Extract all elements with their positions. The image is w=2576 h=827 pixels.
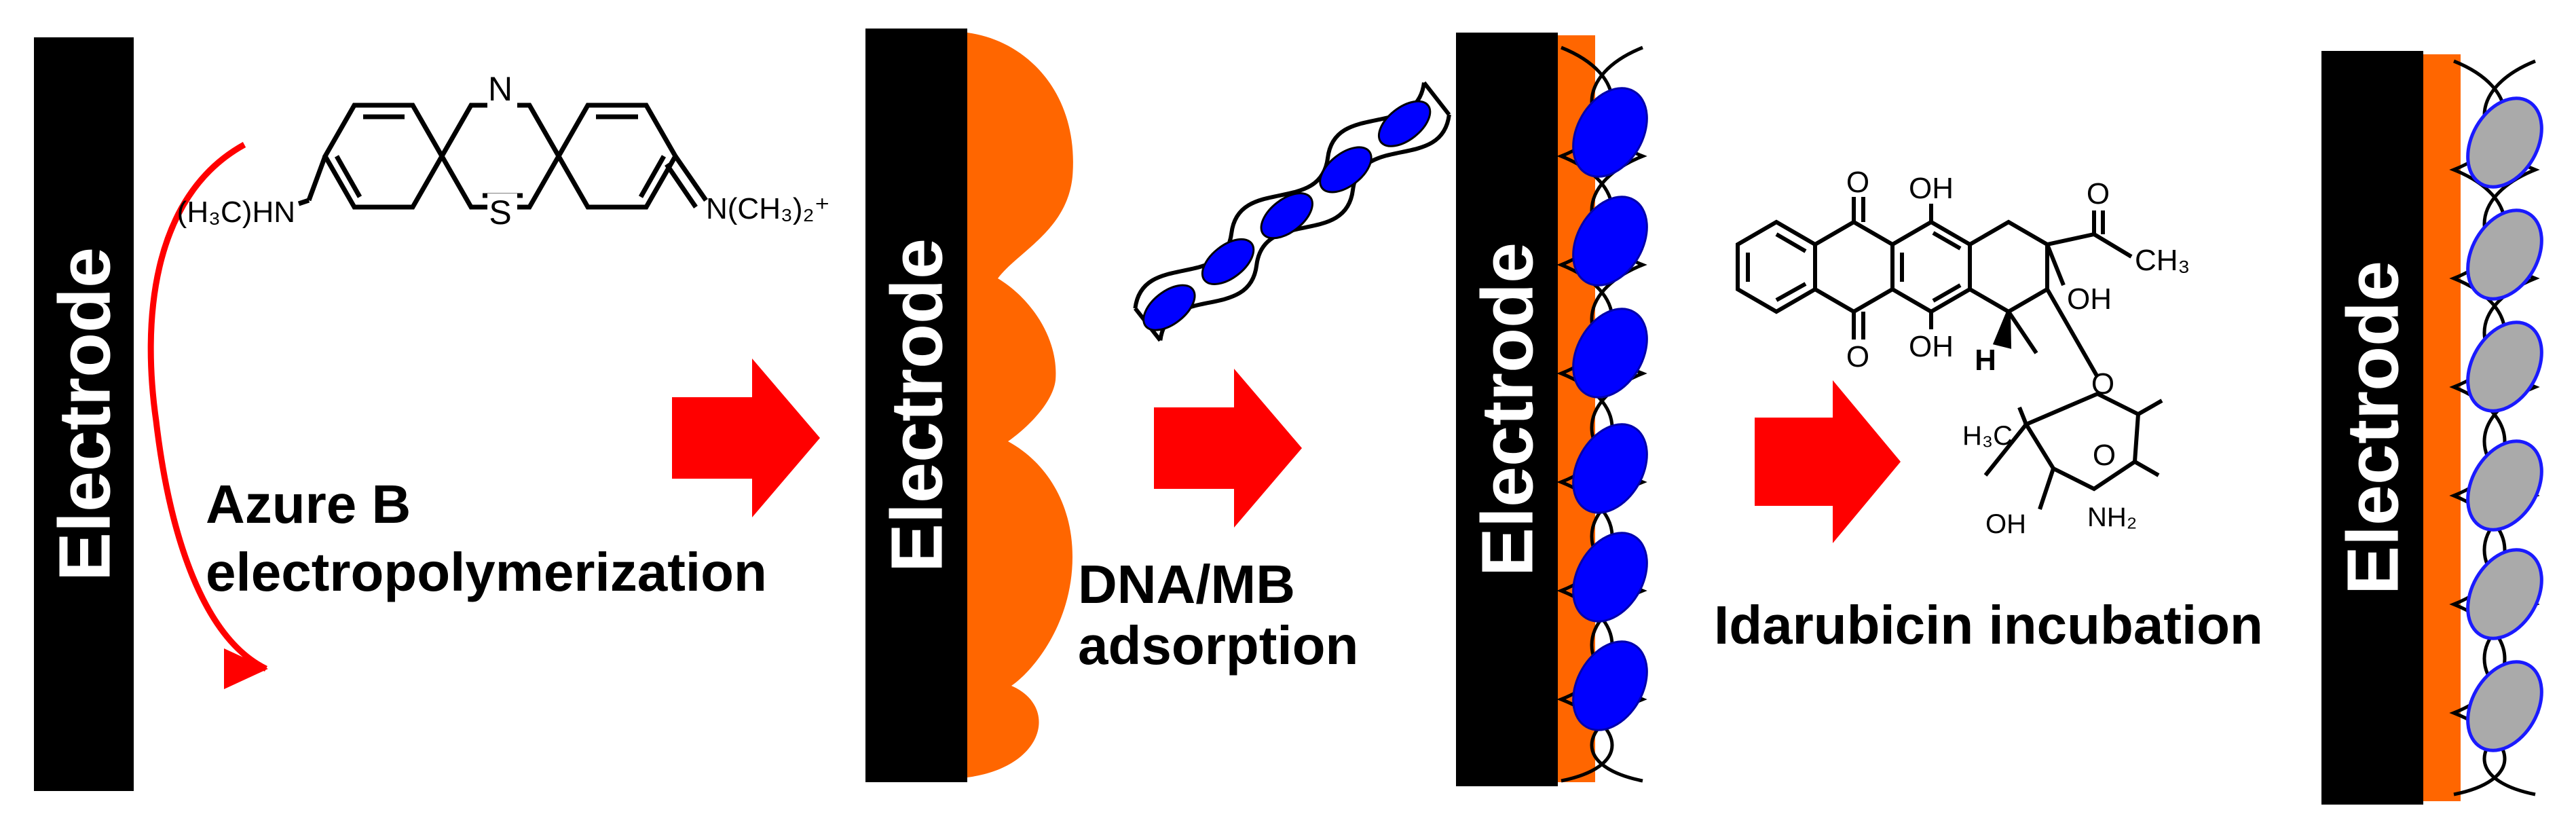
ida-acetyl-ch3: CH₃ bbox=[2135, 244, 2190, 277]
panel-4: Electrode bbox=[2321, 51, 2543, 805]
arrow-1 bbox=[672, 359, 820, 517]
idarubicin-ovals-4 bbox=[2466, 96, 2543, 752]
ida-keto-top: O bbox=[1846, 166, 1869, 199]
curved-arrow bbox=[147, 142, 267, 672]
arrow-2 bbox=[1154, 369, 1302, 528]
azure-b-amine: (H₃C)HN bbox=[177, 196, 295, 229]
step-3-line-1: Idarubicin incubation bbox=[1714, 595, 2263, 655]
ida-ring-oh: OH bbox=[2067, 282, 2112, 316]
ida-sugar-o: O bbox=[2093, 439, 2116, 472]
dna-mb-helix bbox=[1133, 81, 1451, 342]
electrode-4 bbox=[2321, 51, 2423, 805]
ida-oh-bottom: OH bbox=[1909, 330, 1954, 363]
ida-keto-bottom: O bbox=[1846, 340, 1869, 373]
electrode-1-label: Electrode bbox=[43, 247, 126, 581]
panel-3: Electrode bbox=[1456, 33, 2263, 786]
arrow-3 bbox=[1755, 380, 1901, 543]
ida-sugar-ch3: H₃C bbox=[1962, 421, 2013, 451]
polymer-layer-4 bbox=[2423, 54, 2461, 801]
azure-b-iminium: N(CH₃)₂⁺ bbox=[706, 192, 830, 225]
electrode-2 bbox=[865, 29, 967, 782]
step-1-line-1: Azure B bbox=[206, 474, 411, 534]
electrode-3-label: Electrode bbox=[1466, 242, 1548, 576]
step-1-line-2: electropolymerization bbox=[206, 542, 767, 602]
step-2-line-1: DNA/MB bbox=[1078, 554, 1295, 614]
ida-hydrogen: H bbox=[1975, 344, 1996, 377]
ida-sugar-oh: OH bbox=[1985, 509, 2026, 539]
azure-b-s: S bbox=[489, 194, 511, 232]
electrode-2-label: Electrode bbox=[876, 238, 958, 572]
electrode-3 bbox=[1456, 33, 1558, 786]
electrode-1 bbox=[34, 37, 134, 791]
ida-sugar-nh2: NH₂ bbox=[2087, 502, 2137, 532]
polymer-layer bbox=[967, 33, 1073, 777]
ida-acetyl-o: O bbox=[2087, 177, 2110, 210]
mb-ovals-3 bbox=[1572, 87, 1648, 731]
ida-glyco-o: O bbox=[2091, 367, 2114, 401]
electrode-4-label: Electrode bbox=[2332, 261, 2414, 595]
panel-1: Electrode N S (H₃C)H bbox=[34, 37, 830, 791]
azure-b-n: N bbox=[488, 70, 512, 108]
step-2-line-2: adsorption bbox=[1078, 615, 1358, 676]
ida-oh-top: OH bbox=[1909, 172, 1954, 205]
panel-2: Electrode DNA/MB adsorption bbox=[865, 29, 1451, 782]
idarubicin-molecule bbox=[1736, 197, 2163, 510]
curved-arrow-head bbox=[224, 648, 268, 689]
